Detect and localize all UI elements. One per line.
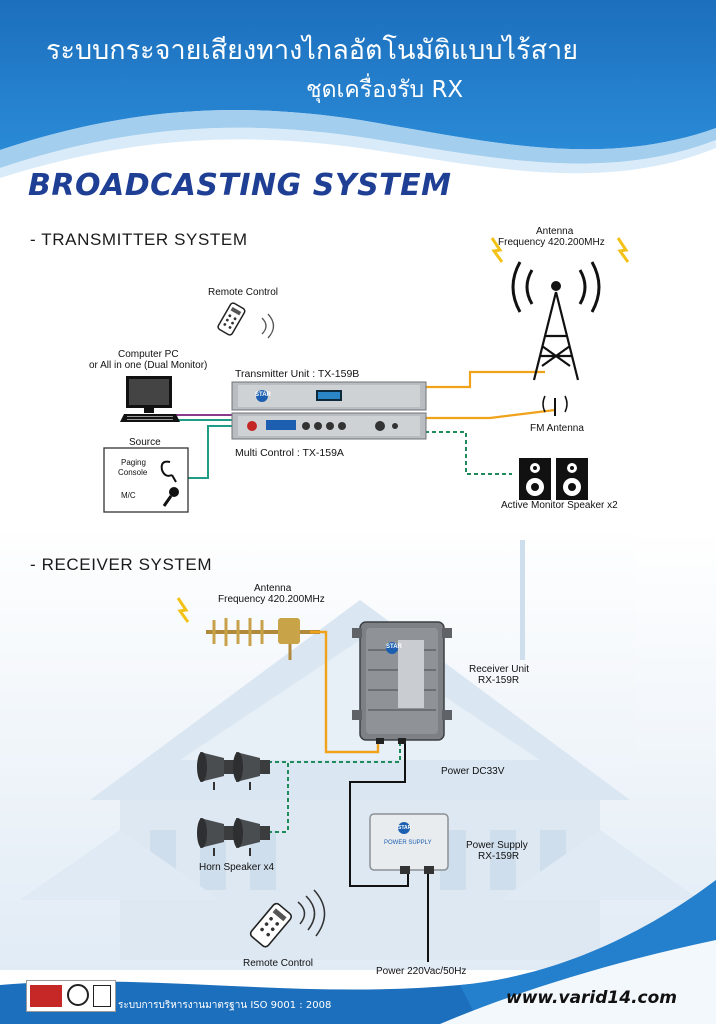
rx-remote-control-icon xyxy=(249,902,293,948)
certification-logos xyxy=(26,980,116,1012)
receiver-unit-label-line2: RX-159R xyxy=(478,675,520,686)
cable-rx-to-psu xyxy=(349,742,409,887)
horn-speaker-label: Horn Speaker x4 xyxy=(199,862,275,873)
computer-icon xyxy=(120,376,180,422)
antenna-tower-icon xyxy=(490,237,630,381)
computer-label-line1: Computer PC xyxy=(118,349,179,360)
signal-bolt-icon xyxy=(176,597,190,623)
horn-speaker-icon-1 xyxy=(197,752,234,790)
source-box xyxy=(103,447,189,513)
power-dc-label: Power DC33V xyxy=(441,766,505,777)
rx-antenna-label-line2: Frequency 420.200MHz xyxy=(218,594,325,605)
transmitter-unit-label: Transmitter Unit : TX-159B xyxy=(235,368,360,380)
website-link[interactable]: www.varid14.com xyxy=(506,988,678,1008)
tx-antenna-label-line1: Antenna xyxy=(536,226,574,237)
header-title-line1: ระบบกระจายเสียงทางไกลอัตโนมัติแบบไร้สาย xyxy=(46,35,579,66)
speaker-icon-left xyxy=(519,458,551,500)
bureau-veritas-logo xyxy=(30,985,62,1007)
cable-tx-to-antenna xyxy=(425,370,545,389)
header-title-line2: ชุดเครื่องรับ RX xyxy=(306,77,464,103)
multi-control-icon xyxy=(231,412,427,440)
transmitter-unit-icon xyxy=(231,381,427,411)
mic-label: M/C xyxy=(121,491,136,500)
power-ac-label: Power 220Vac/50Hz xyxy=(376,966,467,977)
seal-logo xyxy=(67,984,89,1006)
cable-mc-to-speaker xyxy=(425,431,512,475)
ukas-logo xyxy=(93,985,111,1007)
horn-speaker-icon-3 xyxy=(197,818,234,856)
computer-label-line2: or All in one (Dual Monitor) xyxy=(89,360,208,371)
monitor-speaker-label: Active Monitor Speaker x2 xyxy=(501,500,618,511)
tx-brand-label: STAR xyxy=(255,392,271,398)
paging-label-line2: Console xyxy=(118,468,148,477)
cable-source-to-mc xyxy=(188,425,232,479)
tx-antenna-label-line2: Frequency 420.200MHz xyxy=(498,237,605,248)
cable-rx-to-horns xyxy=(287,742,401,832)
horn-speaker-icon-4 xyxy=(233,818,270,856)
speaker-icon-right xyxy=(556,458,588,500)
psu-brand-label: STAR xyxy=(398,825,412,831)
receiver-section-title: - RECEIVER SYSTEM xyxy=(30,555,213,574)
tx-remote-label: Remote Control xyxy=(208,287,279,298)
horn-speaker-icon-2 xyxy=(233,752,270,790)
multi-control-label: Multi Control : TX-159A xyxy=(235,447,344,459)
cable-antenna-to-rx xyxy=(310,630,380,754)
power-supply-label-line1: Power Supply xyxy=(466,840,528,851)
rx-antenna-label-line1: Antenna xyxy=(254,583,292,594)
psu-box-label: POWER SUPPLY xyxy=(384,840,432,846)
receiver-unit-icon xyxy=(352,621,452,744)
receiver-unit-label-line1: Receiver Unit xyxy=(469,664,530,675)
main-heading: BROADCASTING SYSTEM xyxy=(28,168,452,203)
transmitter-diagram xyxy=(103,237,630,513)
rx-brand-label: STAR xyxy=(386,644,402,650)
receiver-diagram xyxy=(176,597,452,962)
paging-label-line1: Paging xyxy=(121,458,146,467)
cable-tx-to-fm xyxy=(425,408,556,420)
yagi-antenna-icon xyxy=(206,618,320,660)
transmitter-section-title: - TRANSMITTER SYSTEM xyxy=(30,230,248,249)
source-label: Source xyxy=(129,437,161,448)
rx-remote-label: Remote Control xyxy=(243,958,314,969)
remote-control-icon xyxy=(217,302,246,336)
fm-antenna-icon xyxy=(542,395,568,416)
iso-text: ระบบการบริหารงานมาตรฐาน ISO 9001 : 2008 xyxy=(118,1000,332,1011)
power-supply-icon xyxy=(369,813,449,874)
fm-antenna-label: FM Antenna xyxy=(530,423,584,434)
power-supply-label-line2: RX-159R xyxy=(478,851,520,862)
